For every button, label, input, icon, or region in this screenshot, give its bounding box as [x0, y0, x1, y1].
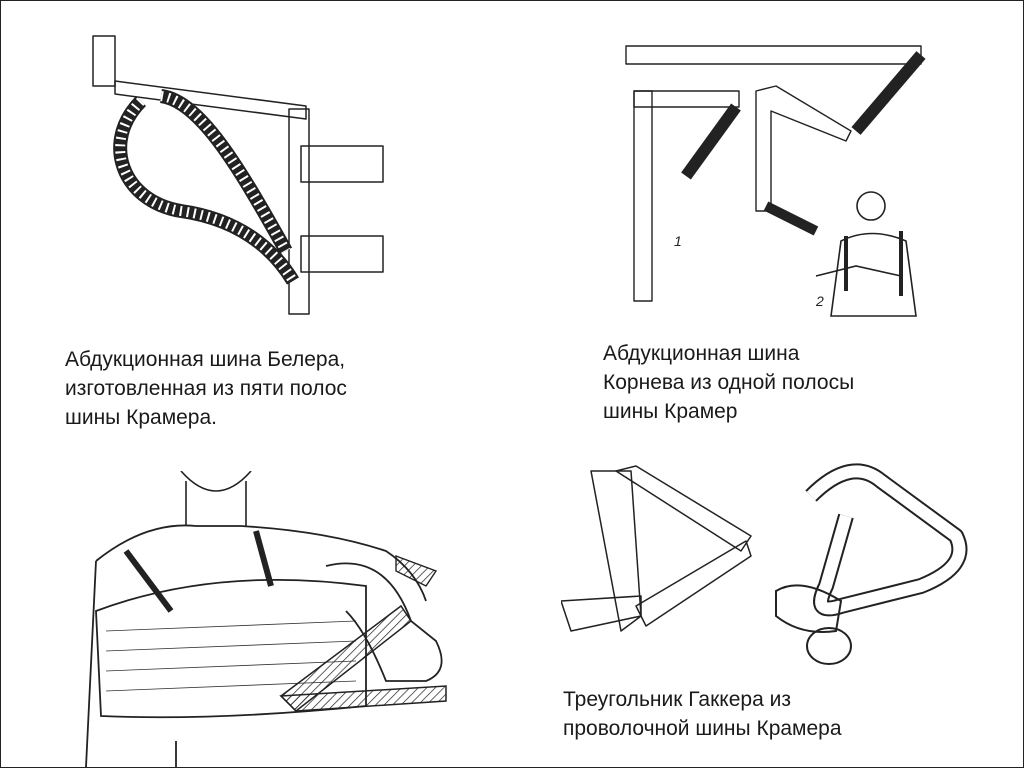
patient-drawing — [85, 471, 447, 767]
figure-number-1: 1 — [674, 233, 682, 249]
caption-kornev-splint: Абдукционная шина Корнева из одной полос… — [603, 339, 854, 426]
caption-line: проволочной шины Крамера — [563, 717, 842, 740]
caption-line: шины Крамера. — [65, 406, 218, 429]
caption-line: шины Крамер — [603, 400, 738, 423]
caption-line: Треугольник Гаккера из — [563, 688, 791, 711]
kornev-splint-drawing: 1 2 — [625, 45, 926, 317]
kornev-splint-illustration: 1 2 — [616, 41, 936, 321]
gakker-triangle-illustration — [561, 456, 981, 676]
caption-line: изготовленная из пяти полос — [65, 377, 347, 400]
caption-beler-splint: Абдукционная шина Белера, изготовленная … — [65, 345, 347, 432]
caption-line: Абдукционная шина Белера, — [65, 348, 346, 371]
beler-splint-drawing — [92, 35, 384, 315]
patient-with-splint-illustration — [66, 471, 466, 767]
caption-line: Корнева из одной полосы — [603, 371, 855, 394]
torso-with-splint — [815, 191, 917, 317]
caption-gakker-triangle: Треугольник Гаккера из проволочной шины … — [563, 685, 842, 743]
figure-number-2: 2 — [815, 293, 824, 309]
gakker-triangle-drawing — [561, 463, 968, 665]
caption-line: Абдукционная шина — [603, 342, 800, 365]
beler-splint-illustration — [81, 31, 401, 331]
